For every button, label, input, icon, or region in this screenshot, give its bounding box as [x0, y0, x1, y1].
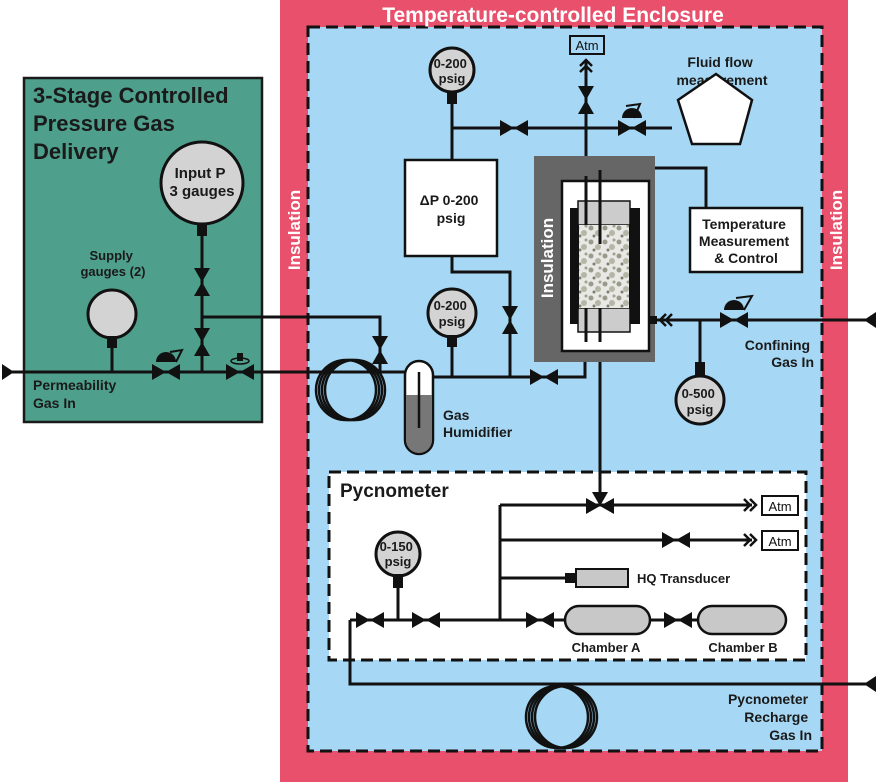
gas-humidifier [403, 359, 435, 456]
valve-top-1[interactable] [500, 120, 528, 136]
temperature-control-box [688, 206, 804, 274]
gauge-top-stem [447, 92, 457, 104]
pycnometer-recharge-label: Pycnometer Recharge Gas In [728, 691, 812, 743]
atm-top-vent-icon [579, 58, 593, 73]
gas-delivery-title: 3-Stage Controlled Pressure Gas Delivery [33, 83, 235, 164]
supply-gauges-label: Supply gauges (2) [80, 248, 145, 279]
humidifier-label: Gas Humidifier [443, 407, 513, 440]
valve-pycno-vent[interactable] [662, 532, 690, 548]
insulation-left-label: Insulation [285, 190, 304, 270]
enclosure-dashed-border [306, 25, 824, 753]
valve-atm-top[interactable] [578, 86, 594, 114]
valve-regulator-1[interactable] [152, 348, 184, 380]
atm-2-label: Atm [768, 534, 791, 549]
supply-gauge [86, 288, 138, 340]
atm-1-label: Atm [768, 499, 791, 514]
confining-port [649, 316, 657, 324]
recharge-inlet-arrow [864, 676, 876, 692]
supply-gauge-stem [107, 336, 117, 348]
confining-inlet-arrow [864, 312, 876, 328]
gas-delivery-panel [22, 76, 264, 424]
dp-transducer-box [403, 158, 499, 258]
atm-vent-1-icon [743, 498, 758, 512]
chamber-a-label: Chamber A [572, 640, 641, 655]
valve-dp[interactable] [502, 306, 518, 334]
rock-core-sample [579, 225, 629, 308]
hq-transducer [575, 568, 629, 588]
temperature-control-label: Temperature Measurement & Control [699, 216, 793, 266]
confining-gas-label: Confining Gas In [745, 337, 814, 370]
permeability-gas-in-label: Permeability Gas In [33, 377, 120, 411]
chamber-b-label: Chamber B [708, 640, 777, 655]
pycnometer-title: Pycnometer [340, 481, 449, 502]
valve-chamber-a[interactable] [526, 612, 554, 628]
permeability-inlet-arrow [2, 364, 14, 380]
valve-needle-1[interactable] [226, 353, 254, 380]
gauge-confining-stem [695, 362, 705, 376]
atm-vent-2-icon [743, 533, 758, 547]
atm-1-box [761, 495, 799, 516]
pycnometer-gauge-label: 0-150 psig [380, 539, 417, 569]
hq-transducer-label: HQ Transducer [637, 571, 730, 586]
core-insulation-label: Insulation [538, 218, 557, 298]
fluid-flow-meter [676, 72, 754, 146]
valve-vertical-input-2[interactable] [194, 328, 210, 356]
atm-2-box [761, 530, 799, 551]
valve-pycno-3way[interactable] [586, 492, 614, 514]
valve-pycno-gauge[interactable] [412, 612, 440, 628]
insulation-right-label: Insulation [827, 190, 846, 270]
valve-core-inlet[interactable] [530, 369, 558, 385]
pycnometer-dashed-border [327, 470, 808, 662]
valve-chamber-b[interactable] [664, 612, 692, 628]
atm-top-box [569, 35, 605, 55]
gauge-mid-label: 0-200 psig [434, 298, 471, 329]
tubing-coil-1 [314, 358, 387, 422]
gauge-top-label: 0-200 psig [434, 56, 471, 86]
valve-bypass[interactable] [372, 336, 388, 364]
enclosure-title: Temperature-controlled Enclosure [382, 4, 724, 27]
chamber-a [563, 604, 652, 636]
confining-coupling-icon [658, 313, 673, 327]
atm-top-label: Atm [575, 38, 598, 53]
gauge-confining-label: 0-500 psig [682, 386, 719, 417]
hq-transducer-port [565, 573, 577, 583]
tubing-coil-2 [524, 684, 599, 750]
pycnometer-gauge-stem [393, 574, 403, 588]
gauge-mid-stem [447, 335, 457, 347]
input-gauge-stem [197, 224, 207, 236]
dp-transducer-label: ΔP 0-200 psig [420, 192, 483, 226]
valve-pycno-inlet[interactable] [356, 612, 384, 628]
valve-regulator-flow[interactable] [618, 102, 646, 136]
valve-regulator-confining[interactable] [720, 294, 754, 328]
gauge-mid [426, 287, 478, 339]
gauge-confining [674, 374, 726, 426]
valve-vertical-input-1[interactable] [194, 268, 210, 296]
chamber-b [696, 604, 788, 636]
input-gauge-label: Input P 3 gauges [169, 165, 234, 200]
